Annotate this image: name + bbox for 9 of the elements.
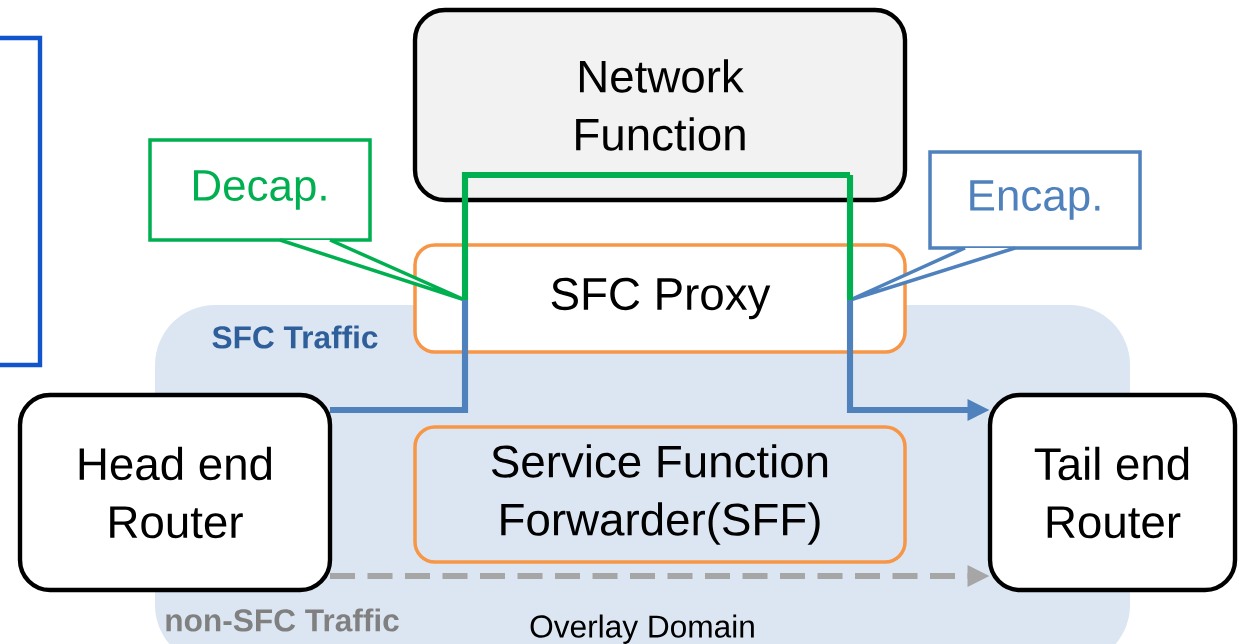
function-box: Network Function <box>412 7 908 203</box>
traffic-label: SFC Traffic <box>212 325 378 349</box>
router-box: Head end Router <box>17 392 333 593</box>
panel-frame <box>0 35 43 368</box>
router-box: Tail end Router <box>987 392 1238 593</box>
callout-box: Encap. <box>848 150 1142 302</box>
process-box: Service Function Forwarder(SFF) <box>413 425 907 564</box>
callout-box: Decap. <box>148 138 467 302</box>
traffic-label: non-SFC Traffic <box>166 608 399 632</box>
